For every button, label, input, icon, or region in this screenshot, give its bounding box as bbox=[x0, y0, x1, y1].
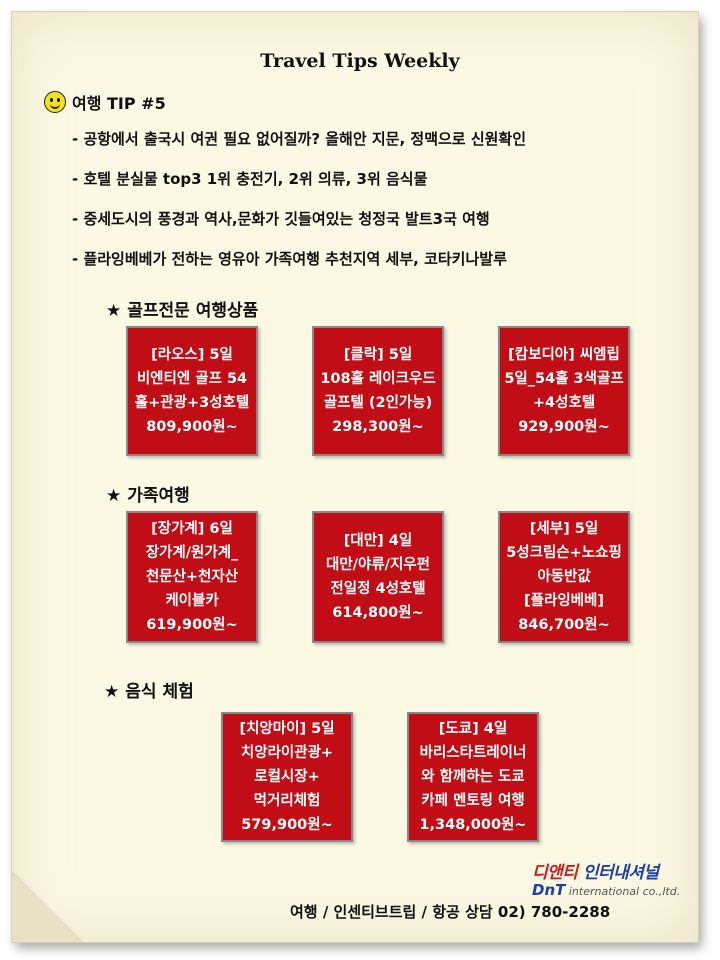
section-title-food: ★음식 체험 bbox=[104, 677, 194, 702]
product-price: 298,300원~ bbox=[332, 419, 424, 435]
star-icon: ★ bbox=[106, 486, 122, 506]
product-card-chiangmai[interactable]: [치앙마이] 5일 치앙라이관광+ 로컬시장+ 먹거리체험 579,900원~ bbox=[221, 712, 353, 842]
product-card-cebu[interactable]: [세부] 5일 5성크림슨+노쇼핑 아동반값 [플라잉베베] 846,700원~ bbox=[498, 511, 630, 643]
product-line: 와 함께하는 도쿄 bbox=[421, 769, 525, 785]
section-title-text: 골프전문 여행상품 bbox=[127, 301, 259, 321]
product-price: 619,900원~ bbox=[146, 617, 238, 633]
product-line: [클락] 5일 bbox=[343, 347, 413, 363]
product-line: [대만] 4일 bbox=[343, 533, 413, 549]
product-card-cambodia[interactable]: [캄보디아] 씨엠립 5일_54홀 3색골프 +4성호텔 929,900원~ bbox=[498, 326, 630, 456]
product-price: 929,900원~ bbox=[518, 419, 610, 435]
product-card-clark[interactable]: [클락] 5일 108홀 레이크우드 골프텔 (2인가능) 298,300원~ bbox=[312, 326, 444, 456]
product-line: 홀+관광+3성호텔 bbox=[134, 395, 250, 411]
logo-korean: 디앤티 인터내셔널 bbox=[532, 858, 680, 883]
product-line: [세부] 5일 bbox=[529, 521, 599, 537]
product-line: 바리스타트레이너 bbox=[419, 745, 527, 761]
product-line: 장가계/원가계_ bbox=[145, 545, 239, 561]
tip-item: - 중세도시의 풍경과 역사,문화가 깃들여있는 청정국 발트3국 여행 bbox=[72, 210, 490, 228]
product-line: 로컬시장+ bbox=[254, 769, 320, 785]
product-price: 579,900원~ bbox=[241, 817, 333, 833]
logo-korean-prefix: 디앤티 bbox=[532, 863, 578, 883]
product-card-laos[interactable]: [라오스] 5일 비엔티엔 골프 54 홀+관광+3성호텔 809,900원~ bbox=[126, 326, 258, 456]
tip-list: - 공항에서 출국시 여권 필요 없어질까? 올해안 지문, 정맥으로 신원확인… bbox=[72, 128, 712, 288]
product-price: 809,900원~ bbox=[146, 419, 238, 435]
product-line: [장가계] 6일 bbox=[151, 521, 233, 537]
tip-item: - 호텔 분실물 top3 1위 충전기, 2위 의류, 3위 음식물 bbox=[72, 170, 428, 188]
product-line: 케이블카 bbox=[165, 593, 219, 609]
product-card-zhangjiajie[interactable]: [장가계] 6일 장가계/원가계_ 천문산+천자산 케이블카 619,900원~ bbox=[126, 511, 258, 643]
product-price: 1,348,000원~ bbox=[419, 817, 527, 833]
product-line: 카페 멘토링 여행 bbox=[421, 793, 525, 809]
tip-item: - 공항에서 출국시 여권 필요 없어질까? 올해안 지문, 정맥으로 신원확인 bbox=[72, 130, 527, 148]
product-line: [캄보디아] 씨엠립 bbox=[508, 347, 620, 363]
section-title-text: 음식 체험 bbox=[125, 682, 194, 702]
newsletter-title: Travel Tips Weekly bbox=[260, 50, 460, 72]
product-card-tokyo[interactable]: [도쿄] 4일 바리스타트레이너 와 함께하는 도쿄 카페 멘토링 여행 1,3… bbox=[407, 712, 539, 842]
product-line: 비엔티엔 골프 54 bbox=[136, 371, 248, 387]
contact-footer: 여행 / 인센티브트립 / 항공 상담 02) 780-2288 bbox=[290, 903, 611, 921]
product-line: [라오스] 5일 bbox=[151, 347, 233, 363]
product-line: [도쿄] 4일 bbox=[438, 721, 508, 737]
company-logo: 디앤티 인터내셔널 DnT international co.,ltd. bbox=[532, 858, 680, 899]
product-line: 아동반값 bbox=[537, 569, 591, 585]
logo-english: DnT international co.,ltd. bbox=[532, 881, 680, 899]
product-line: 골프텔 (2인가능) bbox=[323, 395, 433, 411]
star-icon: ★ bbox=[106, 301, 122, 321]
logo-english-text: international co.,ltd. bbox=[565, 885, 681, 898]
product-price: 614,800원~ bbox=[332, 605, 424, 621]
tip-header: 여행 TIP #5 bbox=[44, 90, 166, 114]
tip-item: - 플라잉베베가 전하는 영유아 가족여행 추천지역 세부, 코타키나발루 bbox=[72, 250, 507, 268]
product-line: 먹거리체험 bbox=[253, 793, 321, 809]
product-line: 천문산+천자산 bbox=[145, 569, 239, 585]
tip-header-label: 여행 TIP #5 bbox=[72, 94, 166, 113]
product-line: +4성호텔 bbox=[532, 395, 596, 411]
logo-mark: DnT bbox=[532, 881, 566, 899]
product-line: 치앙라이관광+ bbox=[240, 745, 334, 761]
star-icon: ★ bbox=[104, 682, 120, 702]
product-line: [플라잉베베] bbox=[524, 593, 604, 609]
section-title-golf: ★골프전문 여행상품 bbox=[106, 296, 258, 321]
section-title-text: 가족여행 bbox=[127, 486, 190, 506]
product-line: 5성크림슨+노쇼핑 bbox=[506, 545, 622, 561]
section-title-family: ★가족여행 bbox=[106, 481, 190, 506]
smiley-icon bbox=[44, 91, 66, 113]
product-line: 전일정 4성호텔 bbox=[330, 581, 426, 597]
product-price: 846,700원~ bbox=[518, 617, 610, 633]
product-card-taiwan[interactable]: [대만] 4일 대만/야류/지우펀 전일정 4성호텔 614,800원~ bbox=[312, 511, 444, 643]
product-line: 대만/야류/지우펀 bbox=[326, 557, 430, 573]
paper-background bbox=[12, 12, 698, 942]
product-line: 108홀 레이크우드 bbox=[320, 371, 436, 387]
logo-korean-suffix: 인터내셔널 bbox=[577, 863, 659, 883]
product-line: [치앙마이] 5일 bbox=[239, 721, 335, 737]
product-line: 5일_54홀 3색골프 bbox=[504, 371, 624, 387]
